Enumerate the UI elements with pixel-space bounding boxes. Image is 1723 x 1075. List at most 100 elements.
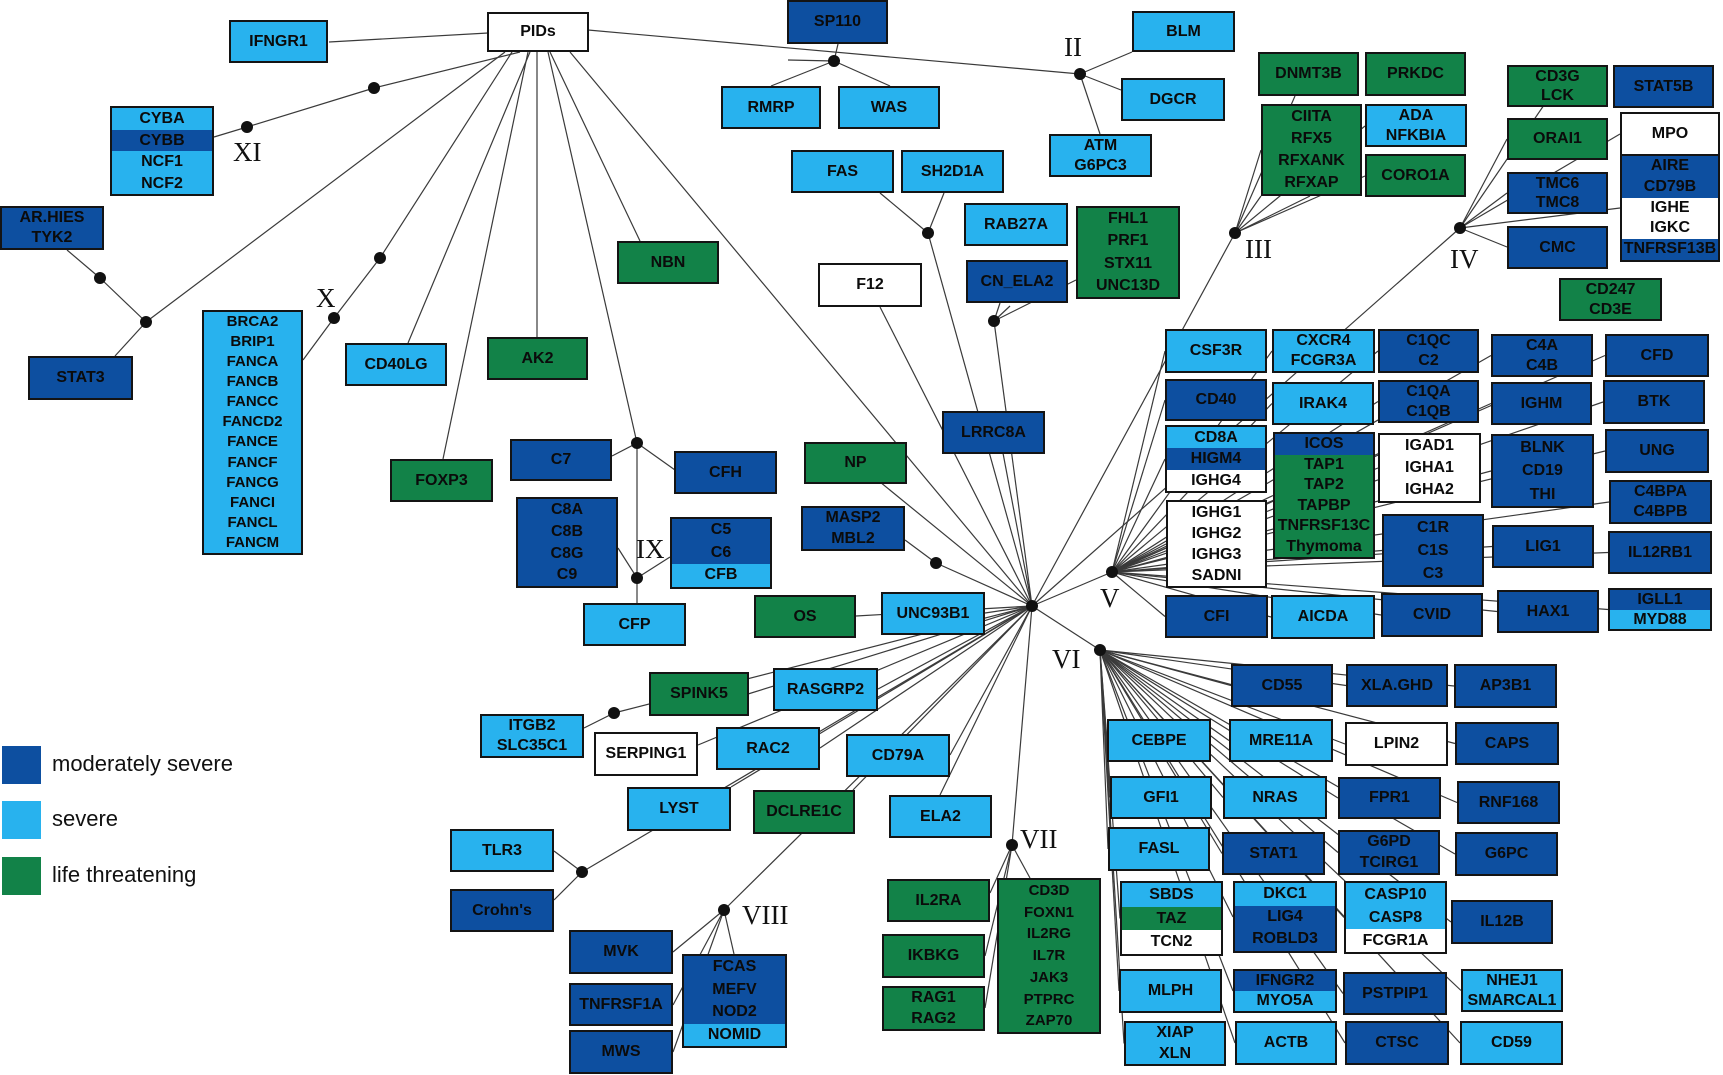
gene-node-rasgrp2[interactable]: RASGRP2 bbox=[773, 668, 878, 711]
gene-node-stat3[interactable]: STAT3 bbox=[28, 356, 133, 400]
gene-node-gfi1[interactable]: GFI1 bbox=[1110, 776, 1212, 819]
gene-node-mpo[interactable]: MPO bbox=[1620, 112, 1720, 156]
gene-node-ung[interactable]: UNG bbox=[1605, 429, 1709, 473]
gene-node-rmrp[interactable]: RMRP bbox=[721, 86, 821, 129]
gene-node-il12rb1[interactable]: IL12RB1 bbox=[1608, 531, 1712, 574]
gene-node-lpin2[interactable]: LPIN2 bbox=[1345, 722, 1448, 766]
gene-node-ifngr1[interactable]: IFNGR1 bbox=[229, 20, 328, 63]
gene-node-hax1[interactable]: HAX1 bbox=[1497, 590, 1599, 633]
gene-node-cmc[interactable]: CMC bbox=[1507, 226, 1608, 269]
gene-node-dnmt3b[interactable]: DNMT3B bbox=[1258, 52, 1359, 96]
gene-node-stat1[interactable]: STAT1 bbox=[1222, 832, 1325, 875]
gene-node-lrrc8a[interactable]: LRRC8A bbox=[942, 411, 1045, 454]
gene-node-sh2d1a[interactable]: SH2D1A bbox=[901, 150, 1004, 193]
gene-node-cfd[interactable]: CFD bbox=[1605, 334, 1709, 377]
gene-node-mws[interactable]: MWS bbox=[569, 1030, 673, 1074]
gene-node-ap3b1[interactable]: AP3B1 bbox=[1454, 664, 1557, 708]
gene-node-ighm[interactable]: IGHM bbox=[1491, 382, 1592, 425]
gene-node-mre11a[interactable]: MRE11A bbox=[1229, 719, 1333, 762]
gene-node-actb[interactable]: ACTB bbox=[1235, 1021, 1337, 1065]
gene-node-ela2[interactable]: ELA2 bbox=[889, 795, 992, 838]
gene-node-ctsc[interactable]: CTSC bbox=[1345, 1021, 1449, 1065]
gene-node-irak4[interactable]: IRAK4 bbox=[1272, 382, 1374, 425]
gene-node-il12b[interactable]: IL12B bbox=[1451, 900, 1553, 944]
gene-node-mvk[interactable]: MVK bbox=[569, 930, 673, 974]
gene-node-dclre1c[interactable]: DCLRE1C bbox=[753, 790, 855, 834]
gene-node-nbn[interactable]: NBN bbox=[617, 241, 719, 284]
gene-node-fasl[interactable]: FASL bbox=[1108, 827, 1210, 871]
gene-node-foxp3[interactable]: FOXP3 bbox=[390, 459, 493, 502]
gene-node-rnf168[interactable]: RNF168 bbox=[1457, 781, 1560, 824]
gene-node-crohns[interactable]: Crohn's bbox=[450, 889, 554, 932]
gene-node-c7[interactable]: C7 bbox=[510, 439, 612, 481]
gene-node-tnfrsf1a[interactable]: TNFRSF1A bbox=[569, 983, 673, 1026]
gene-node-btk[interactable]: BTK bbox=[1603, 380, 1705, 424]
gene-node-cd40lg[interactable]: CD40LG bbox=[345, 343, 447, 386]
gene-node-tlr3[interactable]: TLR3 bbox=[450, 829, 554, 872]
gene-node-g6pc[interactable]: G6PC bbox=[1455, 832, 1558, 876]
gene-node-aicda[interactable]: AICDA bbox=[1271, 595, 1375, 639]
gene-node-cvid[interactable]: CVID bbox=[1381, 593, 1483, 637]
gene-node-np[interactable]: NP bbox=[804, 442, 907, 484]
gene-node-ikbkg[interactable]: IKBKG bbox=[882, 934, 985, 978]
gene-node-was[interactable]: WAS bbox=[838, 86, 940, 129]
gene-node-cfi[interactable]: CFI bbox=[1165, 595, 1268, 638]
gene-node-prkdc[interactable]: PRKDC bbox=[1365, 52, 1466, 96]
gene-node-il2ra[interactable]: IL2RA bbox=[887, 879, 990, 922]
gene-node-unc93b1[interactable]: UNC93B1 bbox=[881, 592, 985, 635]
gene-node-csf3r[interactable]: CSF3R bbox=[1165, 329, 1267, 373]
gene-node-lyst[interactable]: LYST bbox=[627, 787, 731, 831]
gene-node-caps[interactable]: CAPS bbox=[1455, 722, 1559, 765]
gene-node-pids[interactable]: PIDs bbox=[487, 12, 589, 52]
gene-node-ak2[interactable]: AK2 bbox=[487, 337, 588, 380]
gene-node-coro1a[interactable]: CORO1A bbox=[1365, 154, 1466, 197]
gene-node-orai1[interactable]: ORAI1 bbox=[1507, 118, 1608, 160]
gene-node-cfp[interactable]: CFP bbox=[583, 603, 686, 646]
gene-node-rac2[interactable]: RAC2 bbox=[716, 727, 820, 770]
gene-node-dgcr[interactable]: DGCR bbox=[1121, 78, 1225, 121]
gene-node-pstpip1[interactable]: PSTPIP1 bbox=[1343, 972, 1447, 1015]
gene-node-fas[interactable]: FAS bbox=[791, 150, 894, 193]
gene-node-cebpe[interactable]: CEBPE bbox=[1107, 719, 1211, 762]
gene-node-cd40[interactable]: CD40 bbox=[1165, 379, 1267, 421]
gene-node-cd79a[interactable]: CD79A bbox=[846, 734, 950, 777]
gene-node-xlaghd[interactable]: XLA.GHD bbox=[1346, 664, 1448, 707]
gene-node-mlph[interactable]: MLPH bbox=[1119, 969, 1222, 1013]
gene-node-fpr1[interactable]: FPR1 bbox=[1338, 777, 1441, 819]
